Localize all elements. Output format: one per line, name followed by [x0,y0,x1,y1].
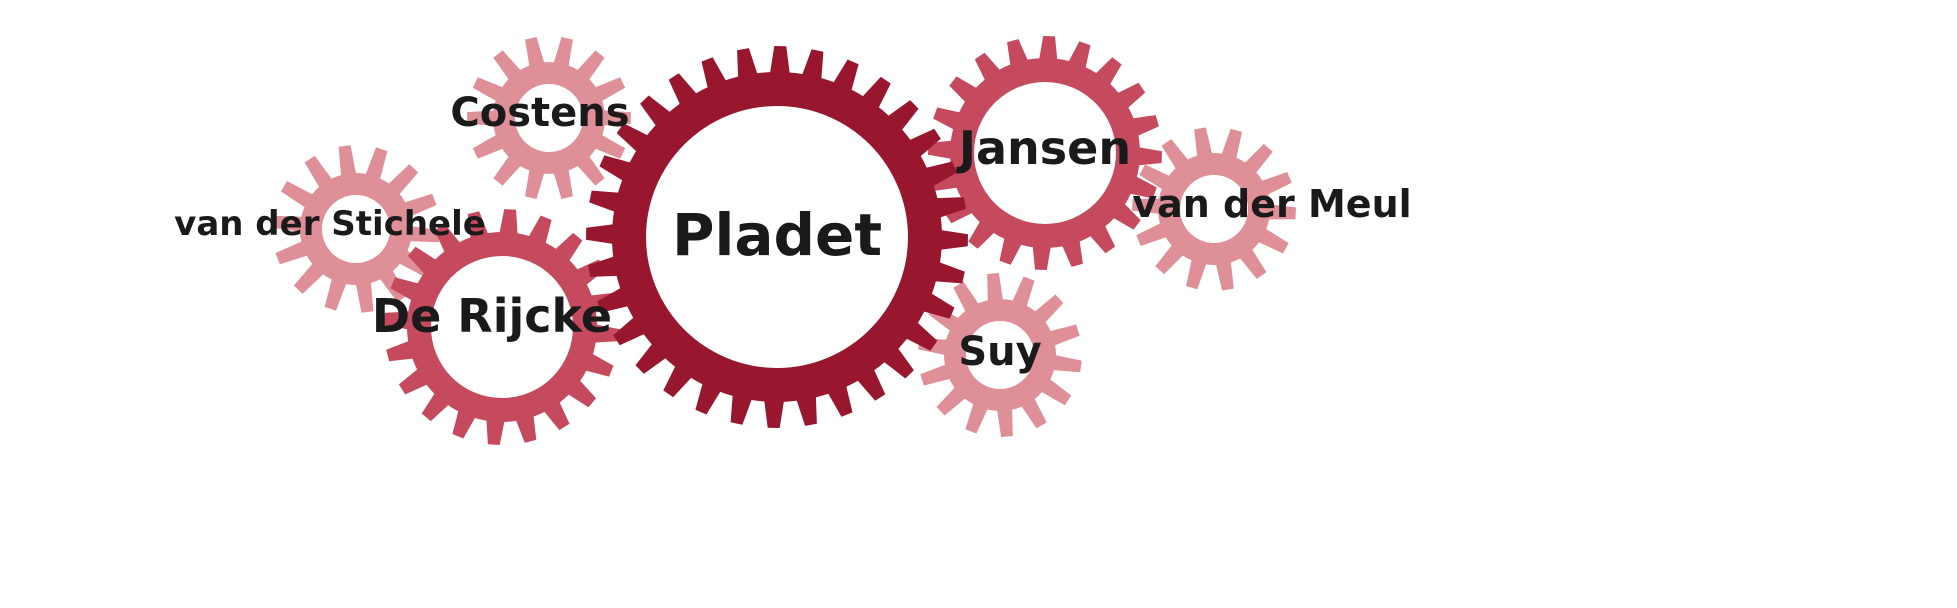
gear-label-van-der-stichele: van der Stichele [174,204,486,244]
gear-icon-de-rijcke [384,209,620,445]
gear-label-pladet: Pladet [672,201,882,269]
gear-label-de-rijcke: De Rijcke [372,289,612,343]
gear-icon-van-der-stichele [272,145,440,313]
gear-label-jansen: Jansen [956,121,1131,175]
gear-icon-costens [467,37,631,199]
gear-icon-jansen [928,36,1162,270]
gear-icon-suy [918,273,1082,437]
gear-icon-van-der-meul [1132,127,1296,291]
gear-label-van-der-meul: van der Meul [1132,182,1411,226]
gear-icon-pladet [586,46,968,428]
gear-label-costens: Costens [450,90,629,136]
gear-label-suy: Suy [958,329,1041,375]
